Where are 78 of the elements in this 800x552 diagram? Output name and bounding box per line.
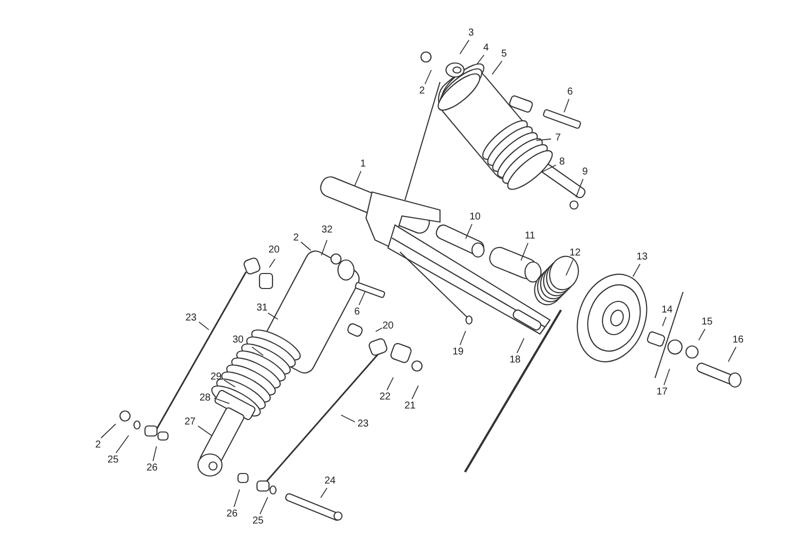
leader-line <box>516 338 524 354</box>
callout-number: 8 <box>559 156 565 168</box>
leader-line <box>224 380 236 388</box>
leader-line <box>268 258 276 268</box>
leader-line <box>728 346 736 362</box>
callout-number: 4 <box>483 42 489 54</box>
callout-number: 2 <box>95 440 101 450</box>
leader-line <box>520 242 528 261</box>
callout-number: 7 <box>555 132 561 144</box>
leader-line <box>340 414 356 422</box>
leader-line <box>320 240 328 256</box>
callout-number: 5 <box>501 48 507 60</box>
leader-line <box>320 488 328 498</box>
callout-number: 2 <box>293 232 299 244</box>
callout-number: 6 <box>567 86 573 98</box>
leader-line <box>459 40 470 54</box>
leader-line <box>252 346 264 356</box>
leader-line <box>424 70 432 84</box>
callout-number: 24 <box>324 476 336 486</box>
callout-number: 28 <box>199 392 211 404</box>
leader-line <box>662 316 666 327</box>
leader-line <box>354 170 362 186</box>
callout-number: 32 <box>321 224 333 236</box>
callout-number: 15 <box>701 316 713 328</box>
leader-line <box>375 328 382 332</box>
leader-line <box>198 426 212 436</box>
leader-line <box>386 376 394 390</box>
leader-line <box>566 260 574 276</box>
callout-number: 26 <box>226 508 238 520</box>
leader-line <box>564 98 570 113</box>
callout-number: 25 <box>252 516 264 526</box>
callout-number: 22 <box>379 392 391 402</box>
leader-line <box>358 290 366 306</box>
callout-number: 3 <box>468 28 474 38</box>
leader-line <box>268 312 278 320</box>
leader-line <box>234 489 240 508</box>
leader-line <box>152 446 157 462</box>
callout-number: 21 <box>404 400 416 412</box>
callout-number: 20 <box>382 320 394 332</box>
leader-line <box>476 54 484 65</box>
callout-number: 25 <box>107 454 119 466</box>
callout-number: 30 <box>232 334 244 346</box>
leader-line <box>260 496 268 514</box>
leader-line <box>542 164 556 172</box>
callout-number: 2 <box>419 86 425 96</box>
leader-line <box>198 322 210 330</box>
callout-number: 11 <box>524 230 536 242</box>
leader-line <box>214 398 230 404</box>
callout-number: 20 <box>268 244 280 256</box>
callout-number: 26 <box>146 462 158 474</box>
callout-number: 16 <box>732 334 744 346</box>
leader-line <box>536 138 552 141</box>
leader-line <box>460 330 466 346</box>
callout-number: 6 <box>354 306 360 318</box>
callout-number: 9 <box>582 166 588 178</box>
callout-number: 14 <box>661 304 673 316</box>
leader-line <box>632 264 640 278</box>
leader-line <box>465 224 472 240</box>
callout-number: 17 <box>656 386 668 398</box>
callout-number: 1 <box>360 158 366 170</box>
callout-number: 12 <box>569 248 581 258</box>
leader-line <box>698 328 706 341</box>
leader-line <box>300 242 312 251</box>
leader-line <box>492 60 502 75</box>
callout-number: 13 <box>636 252 648 262</box>
leader-line <box>116 435 130 454</box>
callout-number: 27 <box>184 416 196 428</box>
callout-number: 10 <box>469 212 481 222</box>
callout-number: 31 <box>256 302 268 314</box>
callout-number: 19 <box>452 346 464 358</box>
callout-number: 23 <box>185 312 197 324</box>
leader-line <box>576 178 584 198</box>
leader-line <box>412 385 419 400</box>
callout-number: 18 <box>509 354 521 366</box>
callout-number: 29 <box>210 372 222 382</box>
leader-line <box>100 424 116 438</box>
callout-number: 23 <box>357 418 369 430</box>
leader-line <box>664 368 670 386</box>
